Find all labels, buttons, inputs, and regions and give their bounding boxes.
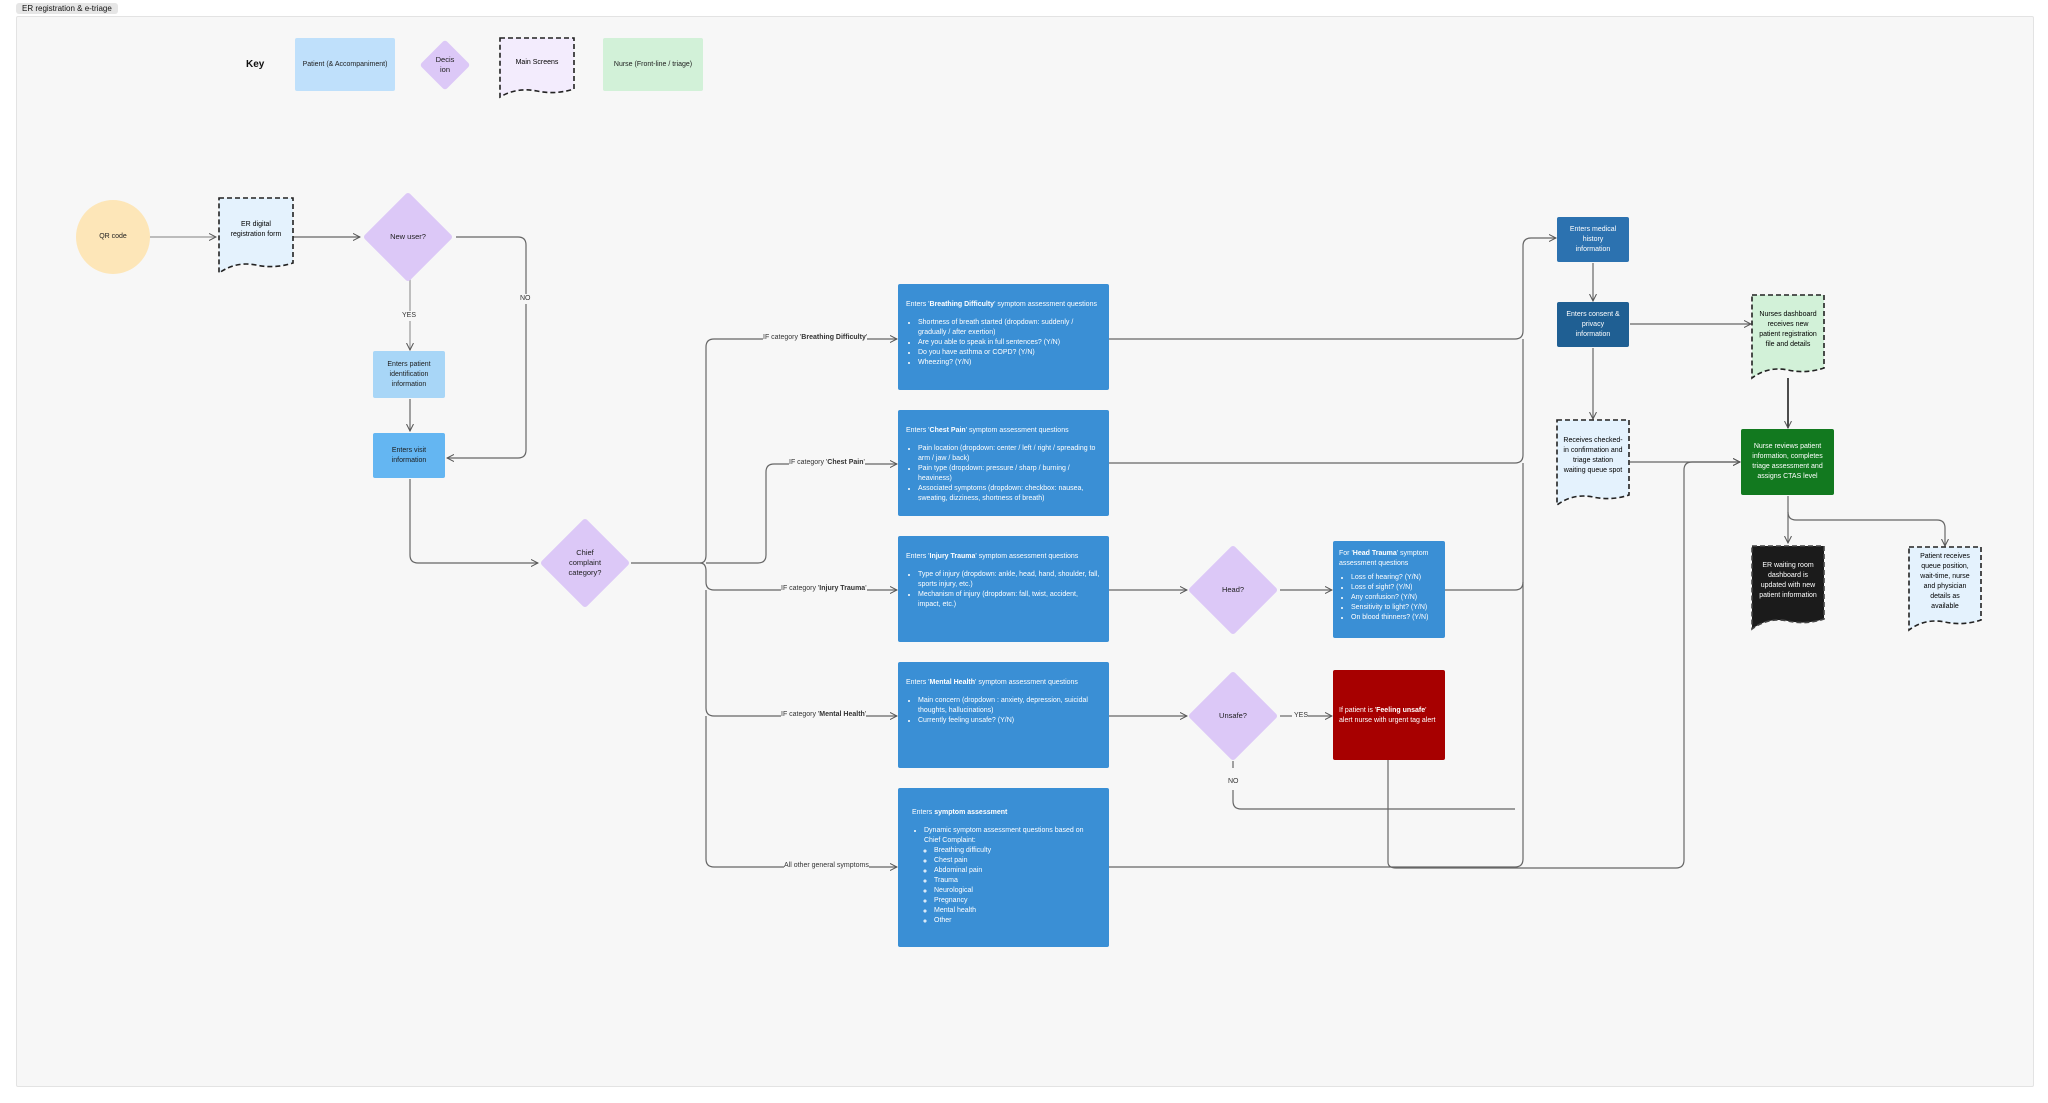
label-if-mental: IF category 'Mental Health' xyxy=(781,710,867,720)
enters-visit-information: Enters visit information xyxy=(373,433,445,478)
label-if-breathing: IF category 'Breathing Difficulty' xyxy=(763,333,868,343)
list-item: Are you able to speak in full sentences?… xyxy=(918,338,1101,348)
key-title: Key xyxy=(246,59,265,70)
edge-general-history xyxy=(1109,582,1524,868)
general-symptoms-box: Enters symptom assessment Dynamic sympto… xyxy=(898,788,1109,947)
list-item: Loss of hearing? (Y/N) xyxy=(1351,573,1439,583)
list-item: Dynamic symptom assessment questions bas… xyxy=(924,826,1101,926)
enters-consent-privacy: Enters consent & privacy information xyxy=(1557,302,1629,347)
decision-new-user: New user? xyxy=(362,191,454,283)
mental-title: Enters 'Mental Health' symptom assessmen… xyxy=(906,679,1078,686)
edge-unsafe-no2 xyxy=(1232,790,1515,810)
label-no-unsafe: NO xyxy=(1228,777,1239,787)
label-if-injury: IF category 'Injury Trauma' xyxy=(781,584,867,594)
enters-medical-history: Enters medical history information xyxy=(1557,217,1629,262)
breathing-title: Enters 'Breathing Difficulty' symptom as… xyxy=(906,301,1097,308)
chest-title: Enters 'Chest Pain' symptom assessment q… xyxy=(906,427,1069,434)
edge-newuser-no xyxy=(447,236,527,458)
list-item: Mechanism of injury (dropdown: fall, twi… xyxy=(918,590,1101,610)
injury-trauma-box: Enters 'Injury Trauma' symptom assessmen… xyxy=(898,536,1109,642)
decision-unsafe: Unsafe? xyxy=(1187,670,1279,762)
list-item: Breathing difficulty xyxy=(934,846,1101,856)
frame-title[interactable]: ER registration & e-triage xyxy=(16,3,118,14)
list-item: Associated symptoms (dropdown: checkbox:… xyxy=(918,484,1101,504)
qr-code-node: QR code xyxy=(76,200,150,274)
edge-chest-history xyxy=(1109,339,1524,464)
list-item: Pain type (dropdown: pressure / sharp / … xyxy=(918,464,1101,484)
key-main-screens: Main Screens xyxy=(499,37,575,99)
edge-to-general xyxy=(705,716,897,867)
list-item: Chest pain xyxy=(934,856,1101,866)
nurses-dashboard: Nurses dashboard receives new patient re… xyxy=(1751,294,1825,380)
list-item: Other xyxy=(934,916,1101,926)
head-trauma-title: For 'Head Trauma' symptom assessment que… xyxy=(1339,550,1429,567)
edge-to-chest xyxy=(706,464,897,564)
general-title: Enters symptom assessment xyxy=(912,809,1008,816)
label-yes-new-user: YES xyxy=(402,311,417,321)
edge-visit-chief xyxy=(409,479,538,563)
checked-in-confirmation: Receives checked-in confirmation and tri… xyxy=(1556,419,1630,507)
list-item: Sensitivity to light? (Y/N) xyxy=(1351,603,1439,613)
list-item: Neurological xyxy=(934,886,1101,896)
key-patient: Patient (& Accompaniment) xyxy=(295,38,395,91)
mental-health-box: Enters 'Mental Health' symptom assessmen… xyxy=(898,662,1109,768)
list-item: Do you have asthma or COPD? (Y/N) xyxy=(918,348,1101,358)
list-item: Currently feeling unsafe? (Y/N) xyxy=(918,716,1101,726)
list-item: Pain location (dropdown: center / left /… xyxy=(918,444,1101,464)
enters-patient-identification: Enters patient identification informatio… xyxy=(373,351,445,398)
unsafe-alert-box: If patient is 'Feeling unsafe' alert nur… xyxy=(1333,670,1445,760)
breathing-difficulty-box: Enters 'Breathing Difficulty' symptom as… xyxy=(898,284,1109,390)
key-nurse: Nurse (Front-line / triage) xyxy=(603,38,703,91)
edge-trauma-history xyxy=(1444,463,1524,591)
er-waiting-room-dashboard: ER waiting room dashboard is updated wit… xyxy=(1751,545,1825,631)
list-item: Abdominal pain xyxy=(934,866,1101,876)
list-item: Mental health xyxy=(934,906,1101,916)
head-trauma-box: For 'Head Trauma' symptom assessment que… xyxy=(1333,541,1445,638)
patient-queue-position: Patient receives queue position, wait-ti… xyxy=(1908,546,1982,632)
chest-pain-box: Enters 'Chest Pain' symptom assessment q… xyxy=(898,410,1109,516)
label-yes-unsafe: YES xyxy=(1294,711,1309,721)
edge-nurse-patient xyxy=(1787,511,1945,546)
label-all-other: All other general symptoms xyxy=(784,861,869,871)
label-if-chest: IF category 'Chest Pain' xyxy=(789,458,865,468)
edge-to-injury xyxy=(699,562,897,590)
edge-to-mental xyxy=(705,590,897,716)
nurse-reviews-triage: Nurse reviews patient information, compl… xyxy=(1741,429,1834,495)
edge-to-breathing xyxy=(699,339,897,564)
edge-breathing-history xyxy=(1109,238,1556,340)
injury-title: Enters 'Injury Trauma' symptom assessmen… xyxy=(906,553,1079,560)
er-registration-form: ER digital registration form xyxy=(218,197,294,275)
list-item: Main concern (dropdown : anxiety, depres… xyxy=(918,696,1101,716)
label-no-new-user: NO xyxy=(520,294,531,304)
key-decision: Decis ion xyxy=(419,39,471,91)
list-item: Loss of sight? (Y/N) xyxy=(1351,583,1439,593)
list-item: Any confusion? (Y/N) xyxy=(1351,593,1439,603)
list-item: Shortness of breath started (dropdown: s… xyxy=(918,318,1101,338)
list-item: On blood thinners? (Y/N) xyxy=(1351,613,1439,623)
list-item: Type of injury (dropdown: ankle, head, h… xyxy=(918,570,1101,590)
decision-head: Head? xyxy=(1187,544,1279,636)
list-item: Pregnancy xyxy=(934,896,1101,906)
list-item: Wheezing? (Y/N) xyxy=(918,358,1101,368)
list-item: Trauma xyxy=(934,876,1101,886)
decision-chief-complaint: Chief complaint category? xyxy=(539,517,631,609)
edge-alert-nurse xyxy=(1387,462,1740,869)
